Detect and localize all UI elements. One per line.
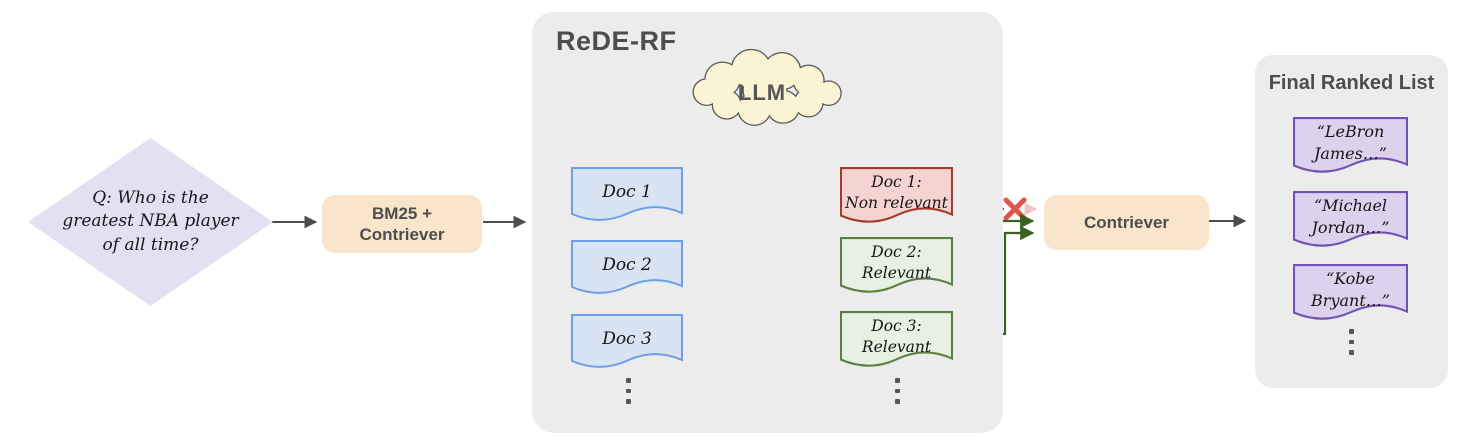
ellipsis-retrieved-docs — [626, 378, 631, 404]
llm-label: LLM — [737, 80, 787, 105]
retrieved-doc-2: Doc 2 — [571, 240, 683, 298]
cloud-icon — [692, 48, 842, 126]
result-doc-2: “Michael Jordan…” — [1293, 191, 1408, 251]
bm25-contriever-box: BM25 + Contriever — [322, 195, 482, 253]
ellipsis-final-list — [1349, 329, 1354, 355]
reject-x-icon — [1003, 197, 1027, 221]
llm-cloud: LLM — [680, 48, 850, 132]
final-ranked-list-title: Final Ranked List — [1268, 72, 1435, 94]
result-doc-1: “LeBron James…” — [1293, 117, 1408, 177]
query-diamond: Q: Who is the greatest NBA player of all… — [28, 138, 273, 306]
retrieved-doc-3: Doc 3 — [571, 314, 683, 372]
contriever-box: Contriever — [1044, 195, 1209, 250]
ellipsis-judged-docs — [895, 378, 900, 404]
query-text: Q: Who is the greatest NBA player of all… — [62, 187, 239, 255]
judged-doc-2-relevant: Doc 2: Relevant — [840, 237, 953, 297]
contriever-label: Contriever — [1083, 212, 1170, 232]
bm25-contriever-label: BM25 + Contriever — [359, 203, 445, 244]
result-doc-3: “Kobe Bryant…” — [1293, 264, 1408, 324]
rede-rf-title: ReDE-RF — [556, 26, 677, 56]
judged-doc-3-relevant: Doc 3: Relevant — [840, 311, 953, 371]
judged-doc-1-non-relevant: Doc 1: Non relevant — [840, 167, 953, 227]
retrieved-doc-1: Doc 1 — [571, 167, 683, 225]
